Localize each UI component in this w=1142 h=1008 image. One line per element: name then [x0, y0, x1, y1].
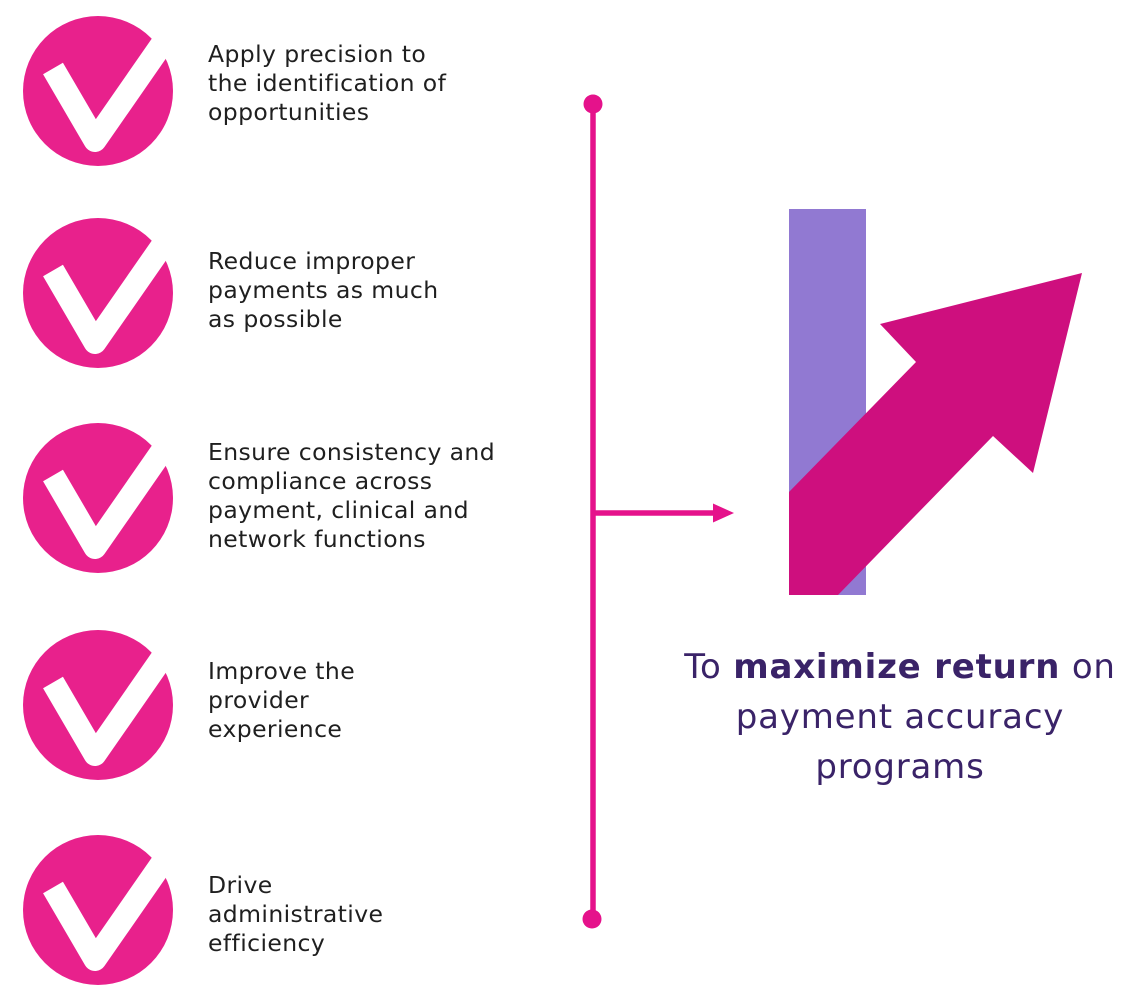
caption-line2: payment accuracy — [735, 697, 1065, 737]
caption-line1-prefix: To — [684, 647, 734, 687]
branch-arrowhead-icon — [713, 503, 734, 523]
checklist-item-label: Improve the provider experience — [208, 657, 356, 743]
check-mark-shape — [43, 15, 187, 152]
check-mark-shape — [43, 629, 187, 766]
checklist-item: Improve the provider experience — [0, 625, 575, 790]
check-mark-shape — [43, 834, 187, 971]
connector-timeline — [582, 94, 734, 929]
growth-arrow-graphic — [789, 209, 1082, 595]
timeline-dot-top — [583, 94, 603, 114]
check-circle-shape — [23, 423, 173, 573]
checklist-item: Apply precision to the identification of… — [0, 11, 575, 176]
check-circle-icon — [18, 418, 187, 578]
checklist-item-label: Reduce improper payments as much as poss… — [208, 247, 439, 333]
check-circle-shape — [23, 218, 173, 368]
caption-line3: programs — [815, 747, 985, 787]
check-circle-shape — [23, 630, 173, 780]
check-mark-shape — [43, 217, 187, 354]
check-mark-shape — [43, 422, 187, 559]
timeline-dot-bottom — [582, 909, 602, 929]
checklist-item-label: Apply precision to the identification of… — [208, 40, 447, 126]
caption: To maximize return on payment accuracy p… — [650, 642, 1142, 792]
check-circle-icon — [18, 11, 187, 171]
checklist-item: Reduce improper payments as much as poss… — [0, 213, 575, 378]
checklist-item-label: Ensure consistency and compliance across… — [208, 438, 496, 553]
up-arrow-shape — [789, 273, 1082, 595]
caption-line1-suffix: on — [1060, 647, 1116, 687]
check-circle-shape — [23, 16, 173, 166]
checklist-item: Drive administrative efficiency — [0, 830, 575, 995]
checklist-item-label: Drive administrative efficiency — [208, 871, 384, 957]
check-circle-shape — [23, 835, 173, 985]
checklist-item: Ensure consistency and compliance across… — [0, 418, 575, 583]
check-circle-icon — [18, 213, 187, 373]
caption-line1-bold: maximize return — [733, 647, 1061, 687]
check-circle-icon — [18, 830, 187, 990]
check-circle-icon — [18, 625, 187, 785]
